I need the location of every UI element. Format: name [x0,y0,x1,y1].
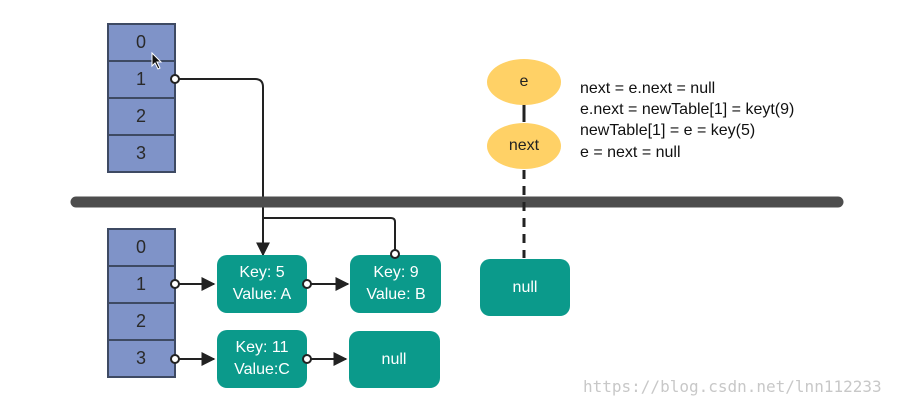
pointer-next [487,123,561,169]
new-table-index-0: 0 [136,237,146,257]
new-slot3-pointer-dot [170,354,180,364]
new-table-cell-2 [107,302,176,341]
node-null-right [480,259,570,316]
old-table-index-3: 3 [136,143,146,163]
old-table: 0 1 2 3 [107,23,176,173]
watermark-text: https://blog.csdn.net/lnn112233 [583,377,882,396]
key9-to-key5-line [263,217,396,254]
node-key11 [217,330,307,388]
node-key9-key: Key: 9 [373,264,418,281]
new-table-index-1: 1 [136,274,146,294]
new-table-index-2: 2 [136,311,146,331]
node-null-chain [349,331,440,388]
node-key5 [217,255,307,313]
node-key11-key: Key: 11 [235,339,288,356]
code-line-1: next = e.next = null [580,80,715,97]
node-key5-value: Value: A [233,286,292,303]
node-key9 [350,255,441,313]
code-line-3: newTable[1] = e = key(5) [580,122,755,139]
pointer-e [487,59,561,105]
node-key5-key: Key: 5 [239,264,284,281]
old-table-cell-3 [107,134,176,173]
old-slot1-arrow [175,78,270,257]
code-line-2: e.next = newTable[1] = keyt(9) [580,101,794,118]
pointer-next-label: next [509,137,540,154]
old-table-index-2: 2 [136,106,146,126]
node-null-right-label: null [513,279,538,296]
new-table-index-3: 3 [136,348,146,368]
node-null-chain-label: null [382,351,407,368]
key9-next-dot [390,249,400,259]
pointer-e-label: e [520,73,529,90]
key11-next-dot [302,354,312,364]
code-line-4: e = next = null [580,144,681,161]
mouse-cursor-icon [151,51,163,70]
node-key9-value: Value: B [366,286,425,303]
old-table-index-1: 1 [136,69,146,89]
new-slot1-pointer-dot [170,279,180,289]
node-key11-value: Value:C [234,361,290,378]
key5-next-dot [302,279,312,289]
new-table: 0 1 2 3 [107,228,176,378]
old-slot1-pointer-dot [170,74,180,84]
new-table-cell-1 [107,265,176,304]
old-table-index-0: 0 [136,32,146,52]
